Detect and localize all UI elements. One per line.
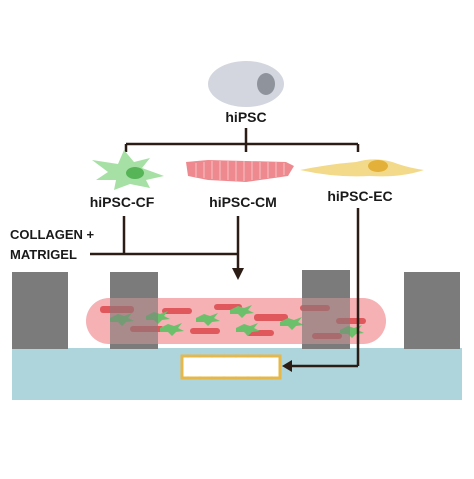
label-hipsc-cf: hiPSC-CF [90, 194, 155, 210]
label-hipsc-cm: hiPSC-CM [209, 194, 277, 210]
cardiomyocyte-icon [186, 160, 294, 182]
label-collagen: COLLAGEN + [10, 227, 95, 242]
post-left-outer [12, 272, 68, 349]
flow-lines [90, 208, 360, 368]
tissue-fibroblast [280, 317, 304, 330]
flow-arrowheads [232, 268, 292, 372]
tissue-fibroblast [196, 313, 220, 326]
fibroblast-icon [92, 150, 164, 190]
label-hipsc: hiPSC [225, 109, 266, 125]
tissue-fibroblast [236, 323, 260, 336]
tissue-cardiomyocyte [190, 328, 220, 334]
tissue-fibroblast [160, 323, 184, 336]
endothelial-cell-icon [300, 159, 424, 177]
branch-lines [124, 128, 360, 152]
tissue-cardiomyocyte [254, 314, 288, 321]
label-matrigel: MATRIGEL [10, 247, 77, 262]
post-right-outer [404, 272, 460, 349]
label-hipsc-ec: hiPSC-EC [327, 188, 392, 204]
hipsc-cell-icon [208, 61, 284, 107]
tissue-cardiomyocyte [162, 308, 192, 314]
endothelial-channel [180, 354, 282, 380]
post-left-inner-overlay [110, 298, 158, 349]
tissue-fibroblast [230, 305, 254, 318]
post-right-inner-overlay [302, 298, 350, 349]
